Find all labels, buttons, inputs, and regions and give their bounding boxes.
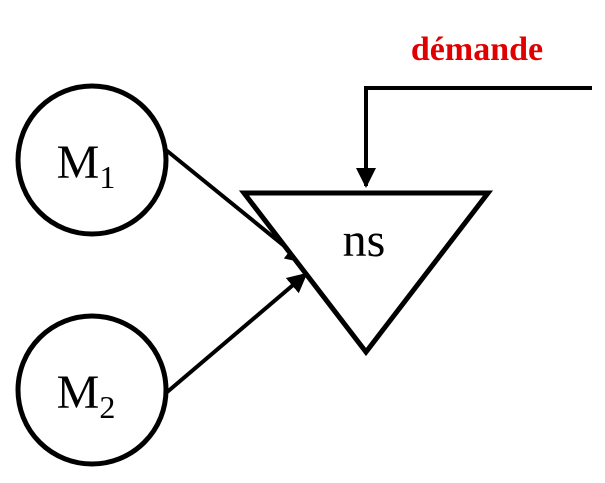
node-ns-triangle — [238, 190, 494, 357]
node-m2-subscript: 2 — [99, 389, 115, 425]
node-m1-letter: M — [57, 136, 100, 189]
demand-label: démande — [411, 31, 543, 68]
node-ns: ns — [238, 190, 494, 357]
arrow-m2-to-ns — [164, 272, 308, 395]
node-ns-label: ns — [343, 214, 386, 267]
node-m2-label: M2 — [57, 366, 116, 425]
node-m1-subscript: 1 — [99, 159, 115, 195]
demand-input-line — [356, 86, 592, 188]
node-m2: M2 — [15, 313, 169, 467]
node-m1: M1 — [15, 83, 169, 237]
node-m1-circle — [15, 83, 169, 237]
node-m2-letter: M — [57, 366, 100, 419]
node-m2-circle — [15, 313, 169, 467]
node-m1-label: M1 — [57, 136, 116, 195]
